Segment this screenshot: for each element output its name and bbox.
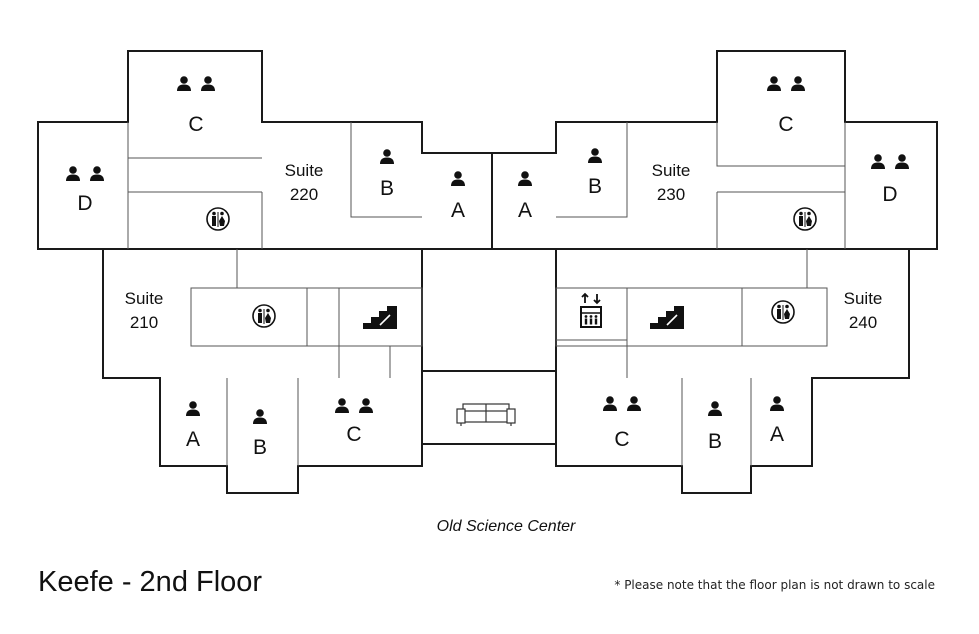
suite-number: 240 — [849, 313, 877, 332]
two-persons-icon — [767, 76, 805, 91]
room-type-label: A — [186, 428, 200, 451]
floor-plan: C D Suite 220 B A Suite 210 A B C C D Su… — [37, 50, 938, 535]
elevator-icon — [580, 293, 602, 328]
suite-label: Suite — [844, 289, 883, 308]
adjacent-building-label: Old Science Center — [437, 518, 576, 535]
restroom-icon — [793, 207, 817, 231]
restroom-icon — [206, 207, 230, 231]
suite-label: Suite — [652, 161, 691, 180]
east-wing-outline — [491, 50, 938, 494]
two-persons-icon — [177, 76, 215, 91]
person-icon — [518, 171, 532, 186]
room-type-label: C — [188, 113, 203, 136]
two-persons-icon — [335, 398, 373, 413]
restroom-icon — [771, 300, 795, 324]
stairs-icon — [362, 305, 398, 330]
suite-number: 230 — [657, 185, 685, 204]
person-icon — [708, 401, 722, 416]
suite-label: Suite — [125, 289, 164, 308]
room-type-label: B — [380, 177, 394, 200]
room-type-label: B — [708, 430, 722, 453]
room-type-label: D — [77, 192, 92, 215]
two-persons-icon — [871, 154, 909, 169]
suite-label: Suite — [285, 161, 324, 180]
suite-number: 210 — [130, 313, 158, 332]
two-persons-icon — [66, 166, 104, 181]
restroom-icon — [252, 304, 276, 328]
room-type-label: A — [451, 199, 465, 222]
room-type-label: D — [882, 183, 897, 206]
person-icon — [451, 171, 465, 186]
room-type-label: B — [588, 175, 602, 198]
person-icon — [380, 149, 394, 164]
room-type-label: C — [614, 428, 629, 451]
person-icon — [588, 148, 602, 163]
room-type-label: A — [518, 199, 532, 222]
room-type-label: C — [778, 113, 793, 136]
person-icon — [186, 401, 200, 416]
room-type-label: A — [770, 423, 784, 446]
suite-number: 220 — [290, 185, 318, 204]
person-icon — [253, 409, 267, 424]
two-persons-icon — [603, 396, 641, 411]
room-type-label: B — [253, 436, 267, 459]
stairs-icon — [649, 305, 685, 330]
scale-disclaimer: * Please note that the floor plan is not… — [614, 578, 935, 592]
person-icon — [770, 396, 784, 411]
west-wing-outline — [37, 50, 493, 494]
page-title: Keefe - 2nd Floor — [38, 566, 263, 598]
room-type-label: C — [346, 423, 361, 446]
sofa-icon — [456, 403, 516, 427]
